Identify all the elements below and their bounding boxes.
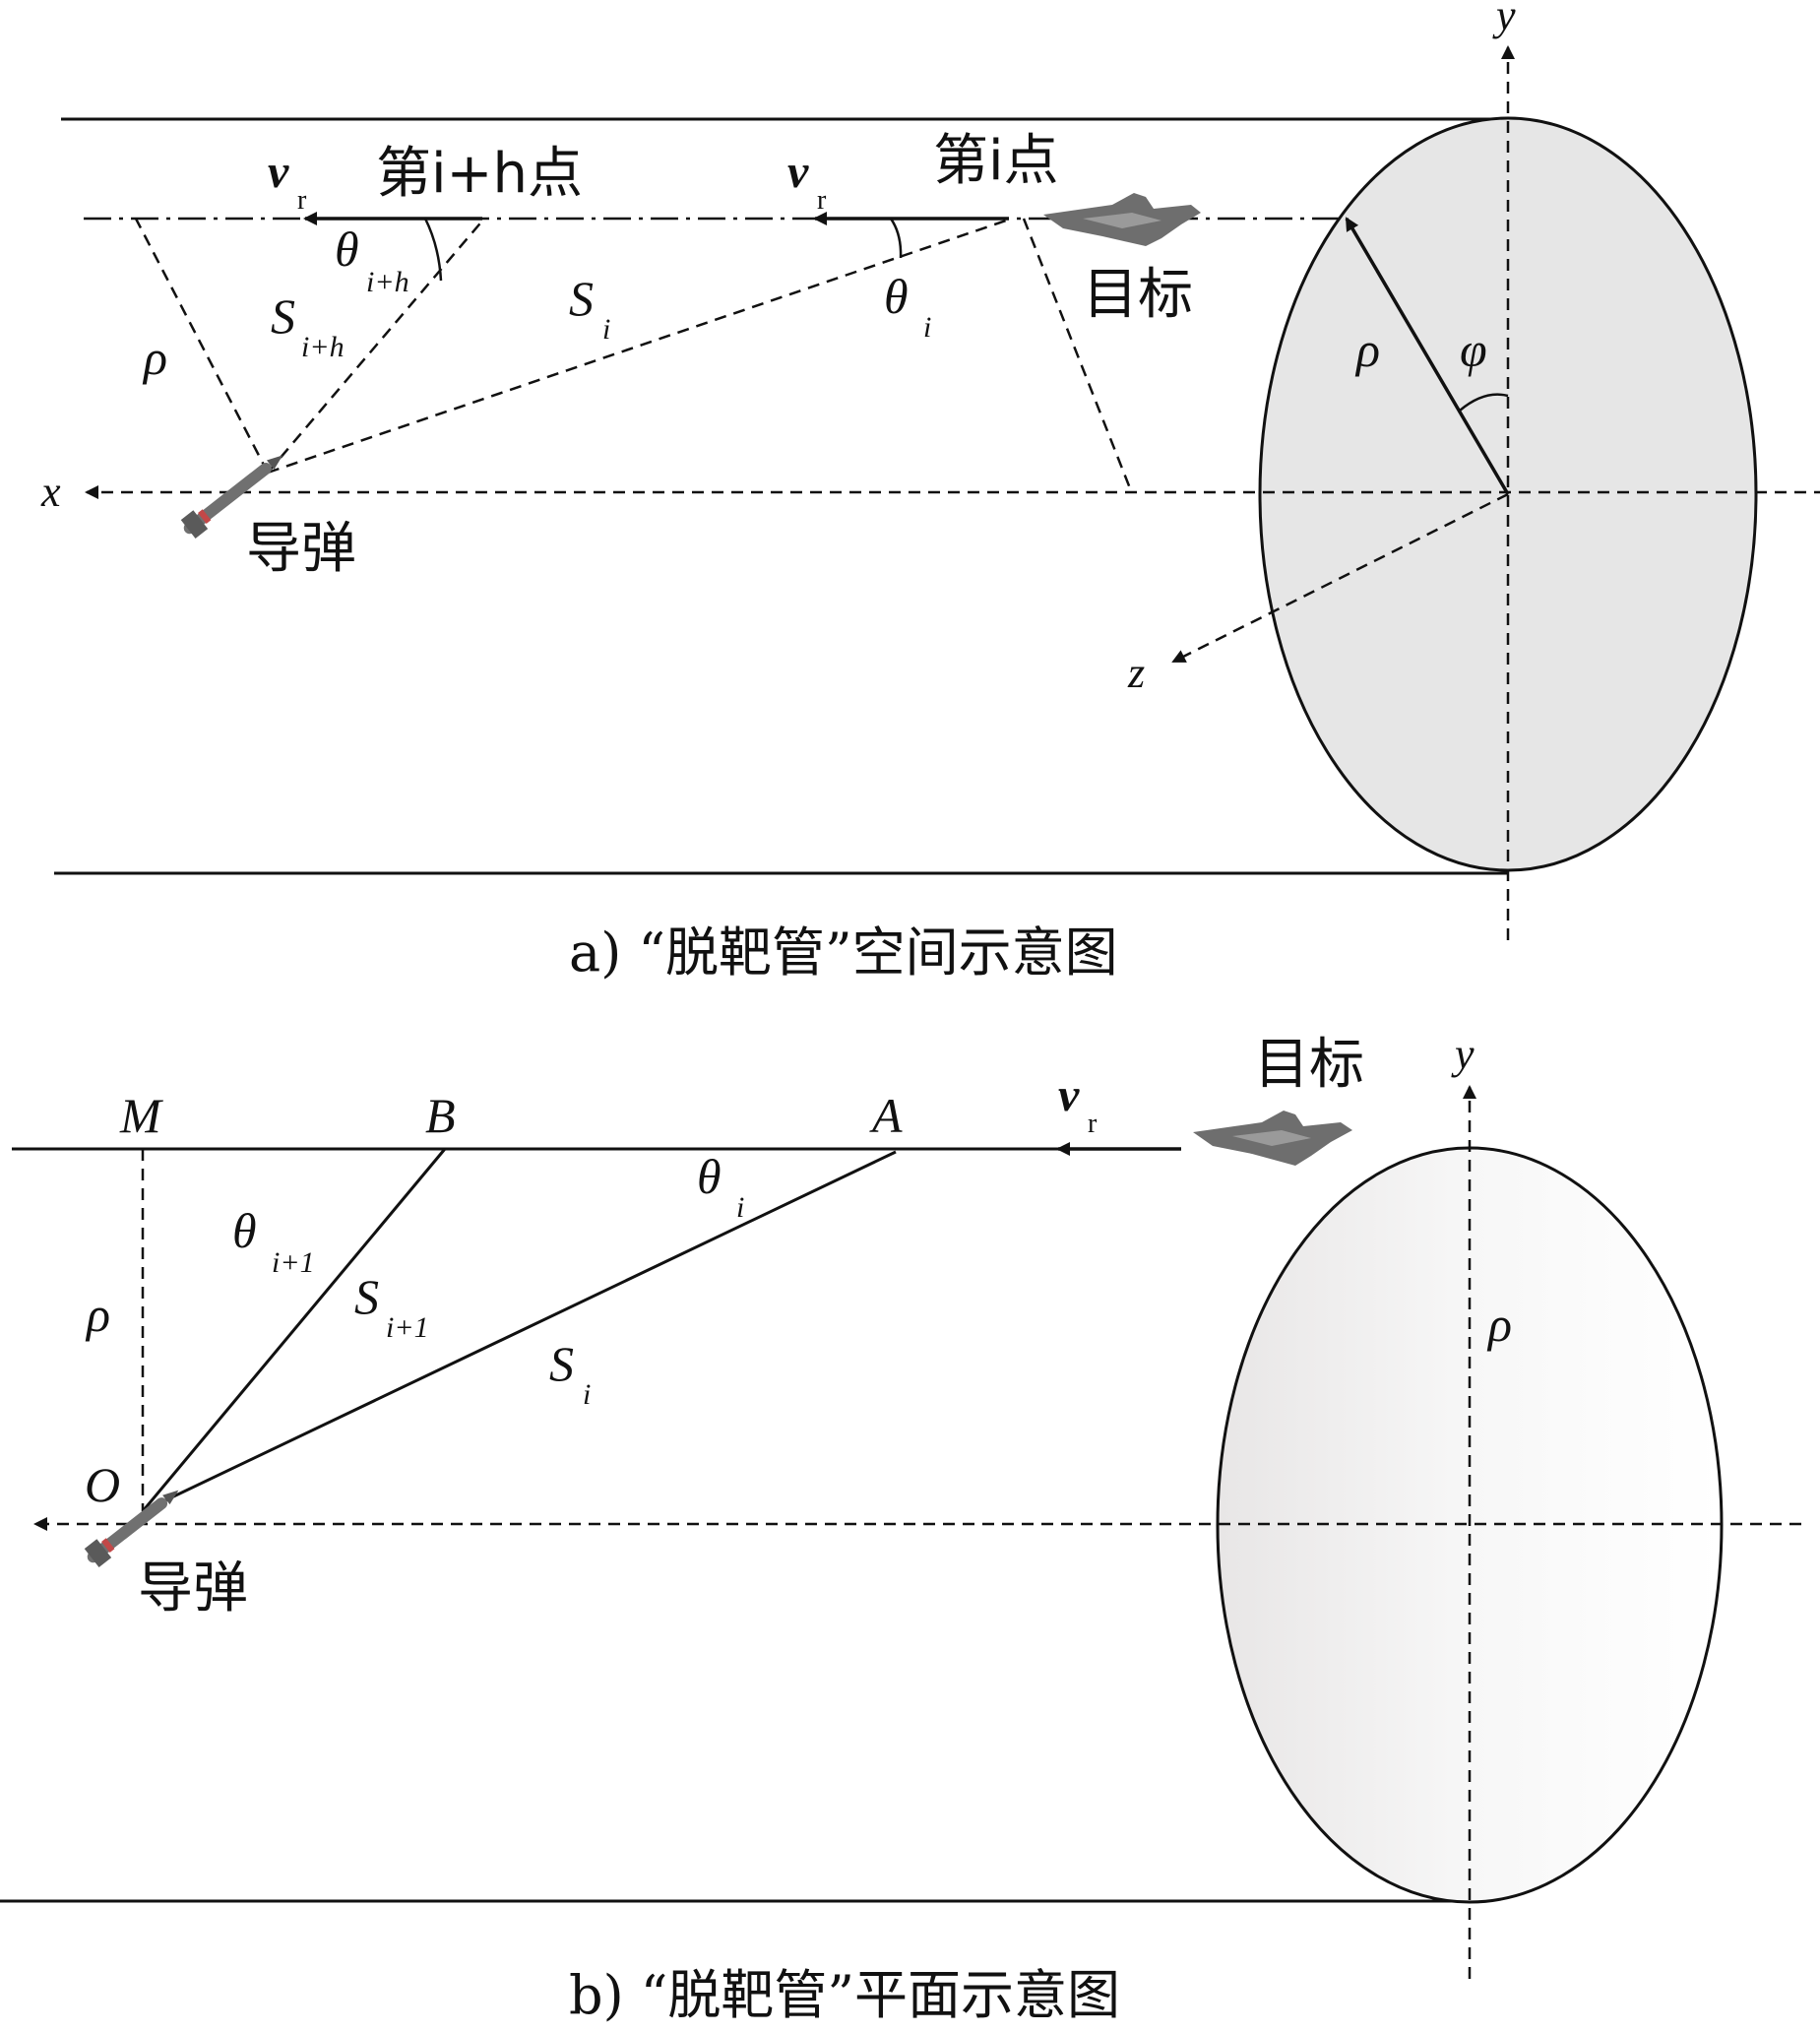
missile-label-a: 导弹 [246,517,356,581]
z-axis-a [1171,492,1509,664]
missile-icon-b [84,1490,179,1567]
rho-label-b: ρ [85,1287,110,1342]
s-i-label-a: S i [569,271,610,346]
panel-a: y x z ρ φ v r v r 第i+h点 第i点 [40,0,1820,984]
phi-angle-arc-a [1459,393,1509,412]
caption-b: b) “脱靶管”平面示意图 [569,1964,1120,2026]
point-b-label-b: B [425,1088,456,1143]
point-i-label: 第i点 [933,129,1059,193]
s-i1-label-b: S i+1 [354,1269,429,1344]
s-i-line-b [142,1150,897,1513]
missile-icon-a [180,455,283,539]
s-ih-dashed-line-a [267,218,485,474]
s-i1-line-b [141,1148,447,1512]
point-m-label-b: M [119,1088,163,1143]
target-aircraft-icon-b [1193,1111,1352,1166]
theta-i-label-b: θ i [697,1149,744,1224]
projection-dashed-line-a [1022,218,1132,489]
point-o-label-b: O [85,1457,120,1512]
rho-label-ellipse-a: ρ [1354,322,1380,377]
point-i-plus-h-label: 第i+h点 [376,142,583,206]
rho-radius-arrow-a [1345,217,1510,495]
theta-i-label-a: θ i [884,269,931,344]
z-axis-label-a: z [1127,649,1145,697]
vr-label-right-a: v r [787,146,827,216]
vr-label-b: v r [1058,1069,1098,1139]
target-aircraft-icon-a [1043,193,1201,246]
theta-i1-label-b: θ i+1 [232,1203,315,1279]
y-axis-label-b: y [1451,1030,1475,1078]
phi-label-a: φ [1460,322,1487,377]
panel-b: y v r M B A O θ i θ i+1 S i+1 [0,1030,1801,2026]
caption-a: a) “脱靶管”空间示意图 [569,921,1118,984]
target-label-b: 目标 [1254,1033,1364,1097]
missile-label-b: 导弹 [138,1557,248,1620]
s-i-dashed-line-a [267,217,1013,475]
theta-i-arc-a [889,218,903,259]
s-i-label-b: S i [549,1336,591,1411]
theta-ih-label-a: θ i+h [335,222,409,298]
point-a-label-b: A [869,1088,903,1143]
theta-ih-arc-a [423,218,443,282]
x-axis-label-a: x [40,468,61,516]
s-ih-label-a: S i+h [271,288,345,363]
y-axis-label-a: y [1492,0,1516,39]
target-label-a: 目标 [1083,263,1193,327]
rho-dashed-line-a [134,218,270,474]
rho-label-ellipse-b: ρ [1486,1297,1512,1352]
rho-label-a: ρ [142,330,167,385]
vr-label-left-a: v r [268,146,307,216]
